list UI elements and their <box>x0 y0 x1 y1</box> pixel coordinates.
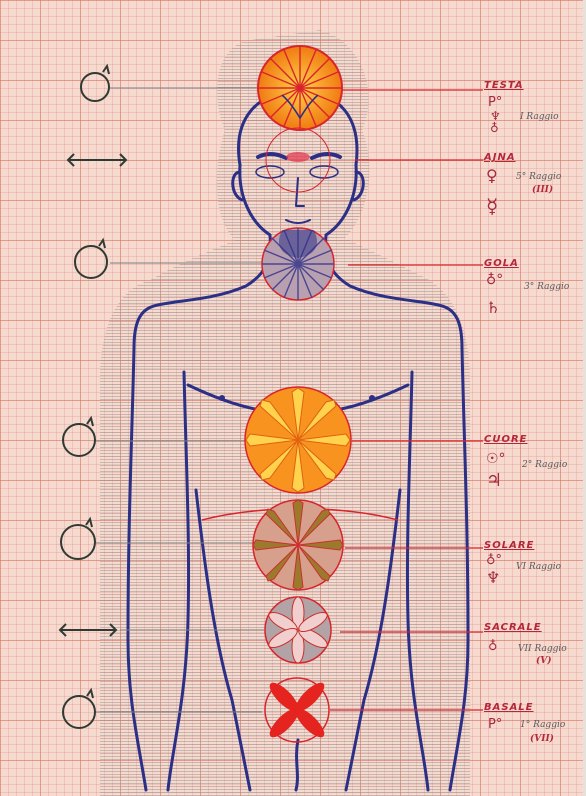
label-solare: SOLARE <box>484 540 534 551</box>
ray-sacrale: VII Raggio <box>518 644 567 654</box>
chakra-gola <box>262 228 334 300</box>
chakra-solare <box>253 500 343 590</box>
sub-sacrale: (V) <box>536 656 552 666</box>
rotation-icon-cuore <box>63 418 95 456</box>
symbol-solare-0: ♁° <box>486 554 502 567</box>
rotation-icon-basale <box>63 690 95 728</box>
sub-ajna: (III) <box>532 185 553 195</box>
symbol-basale-0: P° <box>488 718 502 731</box>
symbol-solare-1: ♆ <box>486 570 500 586</box>
chakra-testa <box>258 46 342 130</box>
symbol-testa-0: P° <box>488 96 502 109</box>
ray-gola: 3° Raggio <box>524 282 569 292</box>
chakra-sacrale <box>265 597 331 663</box>
symbol-gola-1: ♄ <box>486 300 500 316</box>
rotation-icon-solare <box>61 519 95 559</box>
label-ajna: AJNA <box>484 152 516 163</box>
rotation-icon-gola <box>75 240 107 278</box>
label-cuore: CUORE <box>484 434 528 445</box>
sub-basale: (VII) <box>530 734 554 744</box>
ray-testa: I Raggio <box>520 112 559 122</box>
rotation-icon-testa <box>81 66 109 101</box>
chakra-cuore <box>245 387 351 493</box>
label-gola: GOLA <box>484 258 519 269</box>
symbol-testa-2: ♁ <box>490 122 499 134</box>
symbol-cuore-0: ☉° <box>486 452 506 466</box>
symbol-sacrale-0: ♁ <box>488 640 498 653</box>
label-sacrale: SACRALE <box>484 622 542 633</box>
ray-solare: VI Raggio <box>516 562 561 572</box>
label-basale: BASALE <box>484 702 534 713</box>
symbol-ajna-1: ☿ <box>486 196 498 216</box>
ray-ajna: 5° Raggio <box>516 172 561 182</box>
symbol-cuore-1: ♃ <box>486 472 502 490</box>
ray-basale: 1° Raggio <box>520 720 565 730</box>
ray-cuore: 2° Raggio <box>522 460 567 470</box>
double-arrow-icon-ajna <box>68 154 126 166</box>
symbol-ajna-0: ♀ <box>486 168 498 184</box>
label-testa: TESTA <box>484 80 524 91</box>
symbol-gola-0: ♁° <box>486 273 503 287</box>
